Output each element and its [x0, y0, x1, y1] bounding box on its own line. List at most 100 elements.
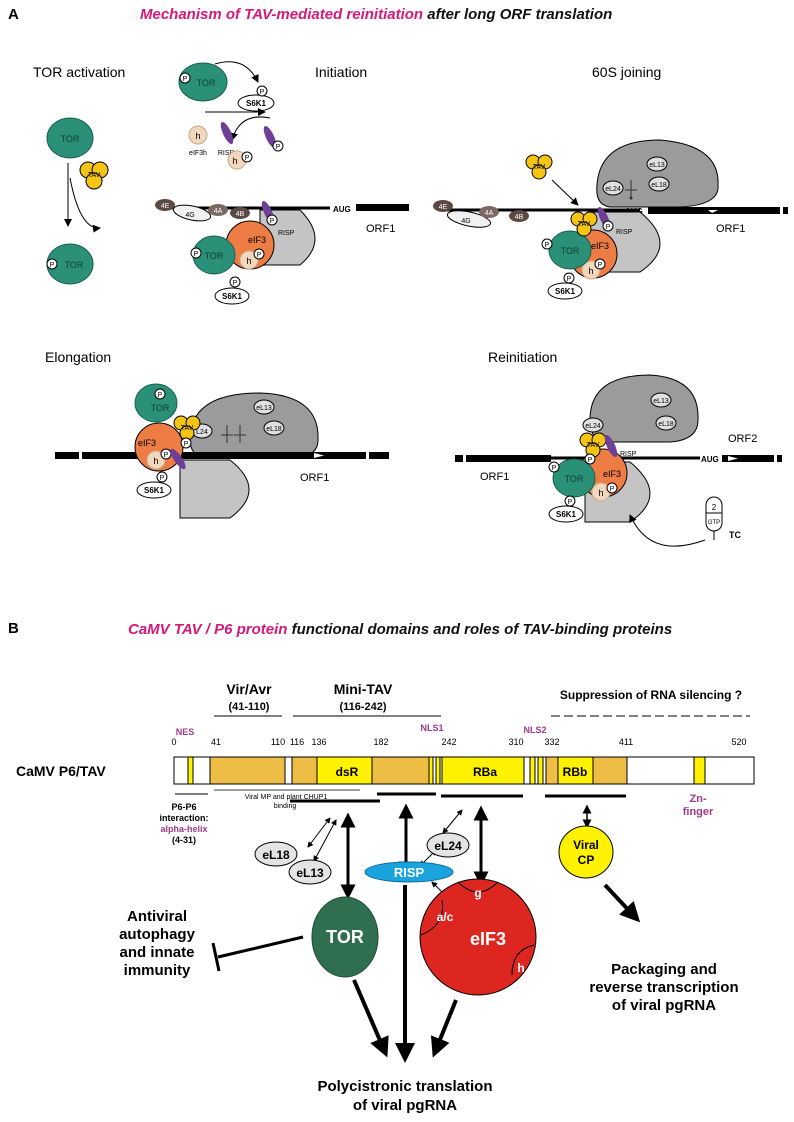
- panel-b-title-rest: functional domains and roles of TAV-bind…: [287, 621, 673, 638]
- orf1-label: ORF1: [480, 471, 509, 483]
- phospho-marker: [154, 388, 166, 400]
- panel-a-title-rest: after long ORF translation: [423, 6, 613, 23]
- eif3h-shape: [146, 450, 166, 470]
- orf1-box: [82, 452, 366, 459]
- step-tor-activation: TOR activation: [33, 64, 126, 80]
- trna-icon: [221, 425, 246, 443]
- phospho-marker: [541, 238, 553, 250]
- phospho-marker: [563, 272, 575, 284]
- phospho-marker: [602, 220, 614, 232]
- phospho-label: P: [276, 144, 281, 151]
- tor-shape: [548, 230, 592, 270]
- phospho-label: P: [184, 441, 189, 448]
- tor-label: TOR: [205, 251, 224, 261]
- e4e-shape: [433, 200, 453, 212]
- rba-segment: [441, 756, 525, 785]
- rba-label: RBa: [473, 765, 497, 779]
- tick-110: 110: [271, 737, 285, 747]
- el18-arrow: [307, 817, 331, 848]
- mrna-seg: [55, 452, 79, 459]
- e4e-shape: [155, 199, 175, 211]
- el24-shape: [582, 417, 604, 433]
- antiviral-line-1: Antiviral: [127, 908, 187, 925]
- phospho-label: P: [598, 262, 603, 269]
- trna-icon: [625, 180, 637, 200]
- large-subunit: [596, 139, 719, 208]
- large-subunit: [189, 392, 319, 459]
- panel-b-title: CaMV TAV / P6 protein functional domains…: [128, 621, 672, 638]
- orf2-end: [777, 455, 782, 462]
- vir-avr-label: Vir/Avr: [226, 681, 272, 697]
- viral-mp-binding-label: binding: [274, 803, 297, 810]
- tav-label: TAV: [88, 172, 101, 179]
- segment-182-242: [371, 756, 430, 785]
- step-elongation: Elongation: [45, 349, 112, 365]
- tor-label: TOR: [151, 403, 170, 413]
- packaging-line-3: of viral pgRNA: [612, 997, 716, 1014]
- risp-product: [263, 125, 277, 149]
- initiation-complex: AUG ORF1 4E 4G 4A 4B eIF3 h P TOR P P RI…: [155, 199, 409, 305]
- tor-translation-arrow: [352, 979, 389, 1058]
- protein-label: CaMV P6/TAV: [16, 763, 106, 779]
- tick-136: 136: [311, 737, 326, 747]
- eif3-complex: g a/c eIF3 h: [419, 878, 537, 996]
- s6k1-shape: [136, 481, 172, 499]
- phospho-label: P: [164, 452, 169, 459]
- risp-shape: [170, 448, 186, 470]
- panel-a-diagram: TOR TAV TOR P TOR P S6K1 P h eIF3h RISP …: [46, 61, 788, 547]
- rbb-label: RBb: [563, 765, 588, 779]
- eif3h-shape: [188, 125, 208, 145]
- phospho-marker: [180, 437, 192, 449]
- vir-avr-segment: [209, 756, 286, 785]
- tor-label: TOR: [565, 474, 584, 484]
- tick-116: 116: [290, 737, 304, 747]
- orf-arrow: [728, 456, 738, 461]
- phospho-marker: [606, 482, 618, 494]
- eif3h-letter: h: [153, 456, 158, 466]
- phospho-marker: [229, 276, 241, 288]
- eif3h-product-letter: h: [232, 156, 237, 166]
- packaging-line-2: reverse transcription: [589, 979, 738, 996]
- e4a-label: 4A: [485, 210, 494, 217]
- el24-shape: [426, 832, 470, 858]
- tor-activation-group: TOR TAV TOR P: [46, 117, 109, 285]
- eif3-g-subunit: [457, 881, 499, 893]
- phospho-label: P: [158, 392, 163, 399]
- eif3-h-label: h: [517, 961, 524, 975]
- s6k1-label: S6K1: [246, 99, 267, 108]
- tor-shape: [178, 62, 228, 102]
- el13-label: eL13: [649, 162, 665, 169]
- el18-shape: [648, 176, 670, 192]
- tav-label: TAV: [587, 442, 600, 449]
- phospho-marker: [253, 248, 265, 260]
- risp-shape: [220, 121, 234, 145]
- risp-shape: [604, 434, 618, 458]
- large-subunit: [589, 374, 699, 443]
- tick-520: 520: [731, 737, 746, 747]
- el18-shape: [254, 841, 298, 867]
- phospho-marker: [272, 140, 284, 152]
- phospho-label: P: [588, 457, 593, 464]
- step-initiation: Initiation: [315, 64, 368, 80]
- eif3-label: eIF3: [591, 241, 609, 251]
- risp-label: RISP: [616, 229, 633, 236]
- antiviral-line-3: and innate: [119, 944, 194, 961]
- tor-shape: [552, 458, 596, 498]
- tc-two-label: 2: [712, 503, 717, 512]
- phospho-marker: [564, 495, 576, 507]
- phosphorylation-arrow: [214, 61, 259, 83]
- risp-label: RISP: [278, 230, 295, 237]
- inhibition-bar: [211, 942, 221, 972]
- phospho-label: P: [194, 251, 199, 258]
- tav-shape-bound: [570, 211, 598, 237]
- el18-label: eL18: [266, 426, 282, 433]
- eif3h-letter: h: [588, 266, 593, 276]
- tor-shape: [46, 117, 94, 159]
- tor-label: TOR: [197, 78, 216, 88]
- translation-line-1: Polycistronic translation: [317, 1078, 492, 1095]
- e4g-label: 4G: [461, 218, 470, 225]
- segment-116-136: [291, 756, 318, 785]
- el13-label: eL13: [653, 398, 669, 405]
- e4a-shape: [208, 204, 228, 216]
- el13-shape: [646, 156, 668, 172]
